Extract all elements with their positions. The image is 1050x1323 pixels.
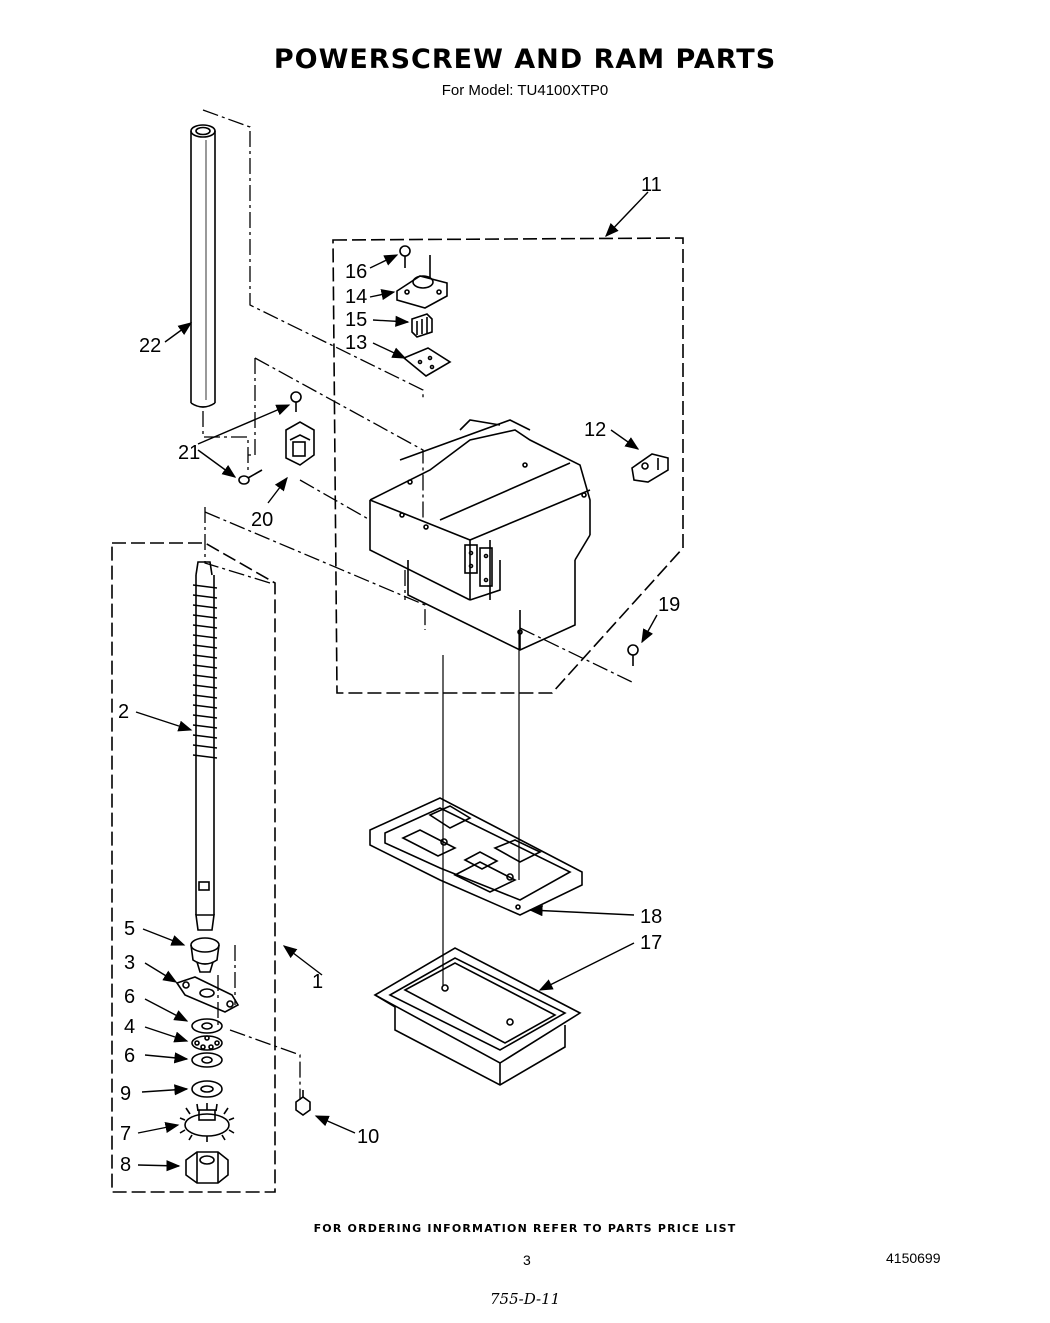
part-6-washer-upper xyxy=(191,1018,223,1034)
group-1-outline xyxy=(111,542,276,1193)
part-17-pan xyxy=(373,947,582,1086)
callout-14: 14 xyxy=(345,286,367,308)
part-4-bearing xyxy=(191,1035,223,1051)
part-13-plate xyxy=(402,347,452,377)
callout-3: 3 xyxy=(124,952,135,974)
part-14-bearing-housing xyxy=(396,255,448,309)
part-10-screw xyxy=(295,1090,311,1116)
callout-13: 13 xyxy=(345,332,367,354)
callout-10: 10 xyxy=(357,1126,379,1148)
callout-1: 1 xyxy=(312,971,323,993)
part-2-powerscrew xyxy=(192,561,218,931)
model-subtitle: For Model: TU4100XTP0 xyxy=(441,82,609,99)
group-11-outline xyxy=(332,237,684,694)
handwritten-note: 755-D-11 xyxy=(490,1290,561,1308)
part-8-nut xyxy=(185,1151,229,1184)
part-22-tube xyxy=(190,124,216,408)
callout-21: 21 xyxy=(178,442,200,464)
callout-2: 2 xyxy=(118,701,129,723)
part-12-clip xyxy=(631,453,669,483)
callout-12: 12 xyxy=(584,419,606,441)
part-18-gasket xyxy=(369,797,583,916)
callout-17: 17 xyxy=(640,932,662,954)
callout-11: 11 xyxy=(641,174,662,196)
callout-5: 5 xyxy=(124,918,135,940)
page-number: 3 xyxy=(523,1252,531,1268)
part-20-bracket xyxy=(285,421,315,466)
ram-box xyxy=(369,419,591,651)
alignment-lines xyxy=(202,109,633,1100)
part-16-screw xyxy=(399,245,411,268)
part-5-bearing xyxy=(190,937,220,973)
callout-6b: 6 xyxy=(124,1045,135,1067)
callout-22: 22 xyxy=(139,335,161,357)
callout-19: 19 xyxy=(658,594,680,616)
callout-4: 4 xyxy=(124,1016,135,1038)
callout-6a: 6 xyxy=(124,986,135,1008)
callout-8: 8 xyxy=(120,1154,131,1176)
part-3-flange xyxy=(175,976,240,1013)
part-7-sprocket xyxy=(179,1103,235,1142)
callout-leaders xyxy=(135,191,658,1172)
callout-7: 7 xyxy=(120,1123,131,1145)
part-6-washer-lower xyxy=(191,1052,223,1068)
part-21-screws xyxy=(238,391,302,485)
part-9-washer xyxy=(191,1080,223,1098)
callout-16: 16 xyxy=(345,261,367,283)
page-title: POWERSCREW AND RAM PARTS xyxy=(273,44,777,75)
callout-15: 15 xyxy=(345,309,367,331)
callout-20: 20 xyxy=(251,509,273,531)
document-number: 4150699 xyxy=(886,1250,941,1266)
part-19-screw xyxy=(627,644,639,666)
part-15-bearing xyxy=(411,313,433,338)
callout-9: 9 xyxy=(120,1083,131,1105)
ordering-info-footer: FOR ORDERING INFORMATION REFER TO PARTS … xyxy=(313,1222,737,1235)
callout-labels: 11 16 14 15 13 12 22 21 20 19 2 1 5 3 6 … xyxy=(118,174,680,1176)
callout-18: 18 xyxy=(640,906,662,928)
